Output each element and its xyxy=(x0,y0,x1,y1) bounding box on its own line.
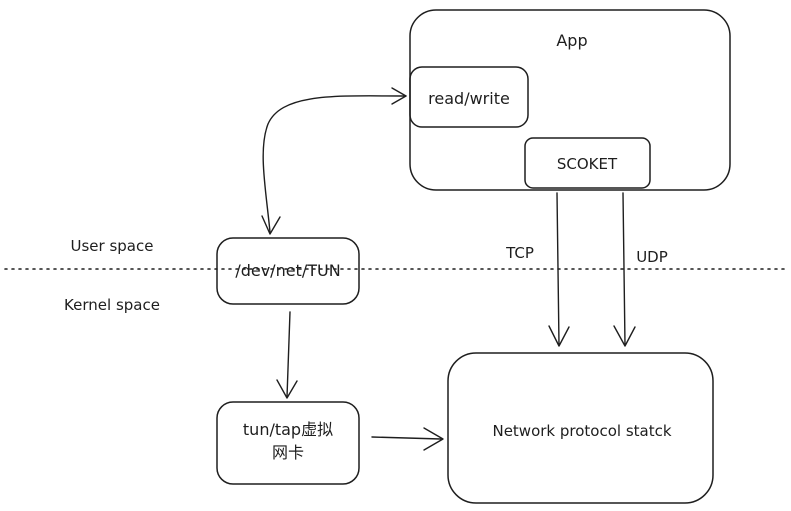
devtun-to-tuntap-arrow xyxy=(286,311,291,398)
arrowhead-readwrite xyxy=(391,87,407,105)
readwrite-devtun-curve-arrow xyxy=(262,95,407,233)
arrowhead-devtun xyxy=(261,215,281,235)
tcp-label: TCP xyxy=(505,244,534,262)
socket-box xyxy=(524,137,651,189)
socket-label: SCOKET xyxy=(557,155,618,173)
network-stack-label: Network protocol statck xyxy=(492,422,671,440)
kernel-space-label: Kernel space xyxy=(64,296,160,314)
tuntap-to-stack-arrow xyxy=(371,436,442,440)
arrowhead-stack-left xyxy=(423,427,444,451)
user-space-label: User space xyxy=(71,237,154,255)
tuntap-label-line2: 网卡 xyxy=(272,443,304,462)
tcp-arrow xyxy=(556,192,560,346)
dev-tun-box xyxy=(216,237,360,305)
network-stack-box xyxy=(447,352,714,504)
app-label: App xyxy=(556,31,587,50)
readwrite-box xyxy=(409,66,529,128)
tuntap-box xyxy=(216,401,360,485)
udp-label: UDP xyxy=(636,248,668,266)
udp-arrow xyxy=(622,192,626,346)
arrowhead-tuntap xyxy=(276,379,298,399)
arrowhead-udp xyxy=(613,325,636,347)
dev-tun-label: /dev/net/TUN xyxy=(235,261,340,280)
arrowhead-tcp xyxy=(548,325,570,347)
readwrite-label: read/write xyxy=(428,89,510,108)
tuntap-label-line1: tun/tap虚拟 xyxy=(243,420,333,439)
